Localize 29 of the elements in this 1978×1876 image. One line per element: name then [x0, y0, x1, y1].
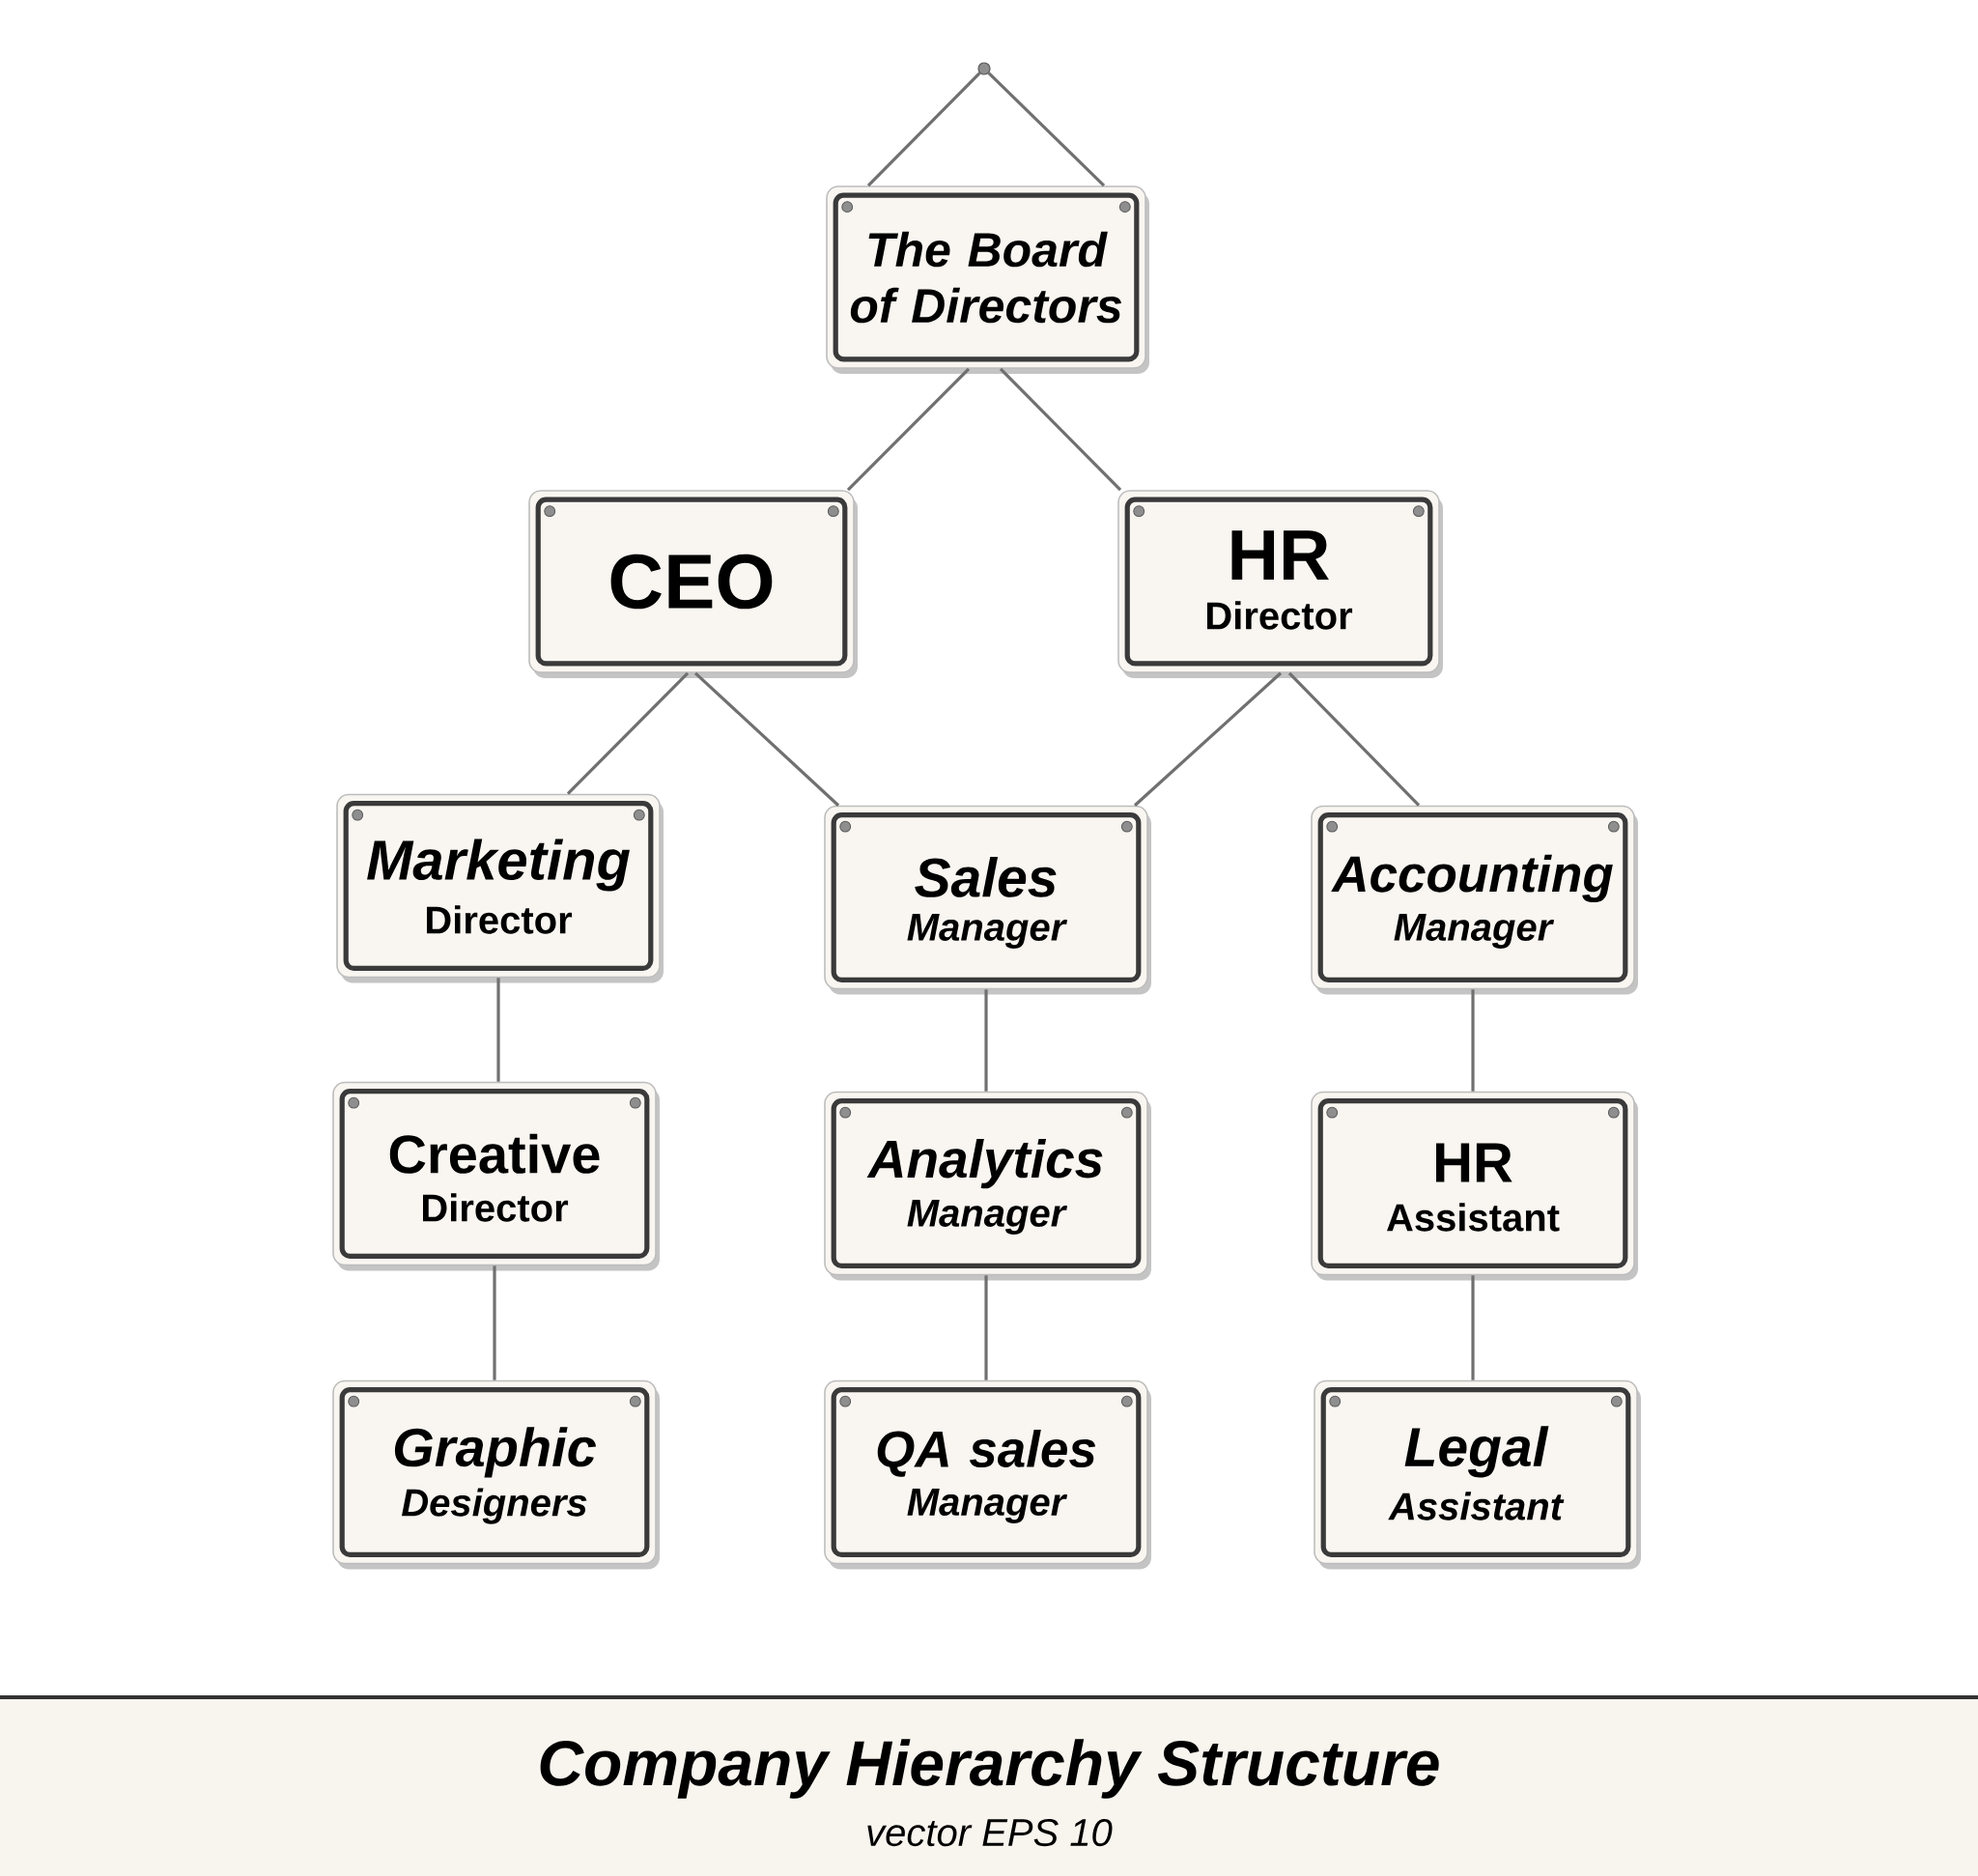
hanging-wire	[1471, 1275, 1475, 1380]
hanging-sign: Sales Manager	[824, 805, 1151, 995]
hanging-wire	[566, 671, 690, 795]
hanging-sign: Accounting Manager	[1311, 805, 1639, 995]
hanging-sign: Analytics Manager	[824, 1091, 1151, 1281]
hanging-wire	[999, 367, 1122, 492]
hanging-sign: QA sales Manager	[824, 1379, 1151, 1570]
hanging-sign: CEO	[528, 490, 858, 678]
hanging-sign: The Board of Directors	[826, 185, 1149, 374]
hanging-wire	[496, 978, 500, 1082]
hanging-sign: HR Assistant	[1311, 1091, 1639, 1281]
hanging-sign: Creative Director	[332, 1081, 660, 1271]
nail-icon	[977, 62, 991, 75]
hanging-wire	[1471, 989, 1475, 1092]
hanging-wire	[984, 989, 988, 1092]
hanging-wire	[1133, 671, 1283, 807]
hanging-sign: HR Director	[1117, 490, 1443, 678]
title: Company Hierarchy Structure	[540, 1739, 1439, 1799]
hanging-wire	[1287, 671, 1421, 807]
hanging-sign: Legal Assistant	[1314, 1379, 1642, 1570]
hanging-wire	[846, 367, 971, 492]
caption: vector EPS 10	[867, 1818, 1113, 1847]
hanging-wire	[987, 71, 1106, 187]
hanging-wire	[693, 671, 840, 807]
hanging-wire	[866, 71, 981, 187]
hanging-sign: Marketing Director	[336, 793, 664, 983]
hanging-sign: Graphic Designers	[332, 1379, 660, 1570]
hanging-wire	[493, 1265, 496, 1380]
hanging-wire	[984, 1275, 988, 1380]
